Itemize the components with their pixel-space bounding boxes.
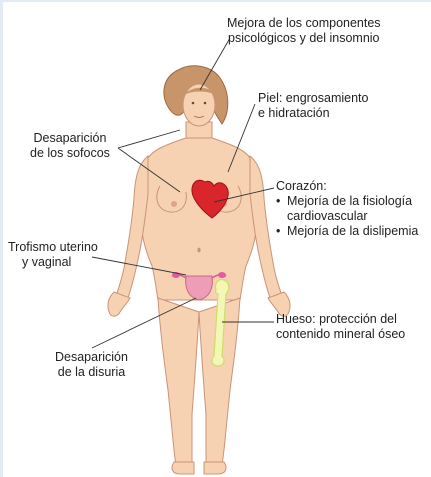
right-foot	[204, 462, 226, 474]
label-hueso: Hueso: protección delcontenido mineral ó…	[276, 312, 405, 342]
corazon-item-1: Mejoría de la fisiologíacardiovascular	[276, 194, 418, 224]
left-foot	[172, 462, 194, 474]
label-disuria: Desapariciónde la disuria	[55, 350, 128, 380]
left-arm	[116, 156, 148, 298]
label-piel: Piel: engrosamientoe hidratación	[258, 91, 368, 121]
left-leg	[158, 298, 199, 466]
label-trofismo: Trofismo uterinoy vaginal	[8, 240, 98, 270]
label-psico: Mejora de los componentespsicológicos y …	[227, 16, 381, 46]
label-corazon: Corazón: Mejoría de la fisiologíacardiov…	[276, 179, 418, 239]
corazon-title: Corazón:	[276, 179, 327, 193]
head	[164, 66, 228, 126]
corazon-item-2: Mejoría de la dislipemia	[276, 224, 418, 239]
label-sofocos: Desapariciónde los sofocos	[30, 131, 110, 161]
